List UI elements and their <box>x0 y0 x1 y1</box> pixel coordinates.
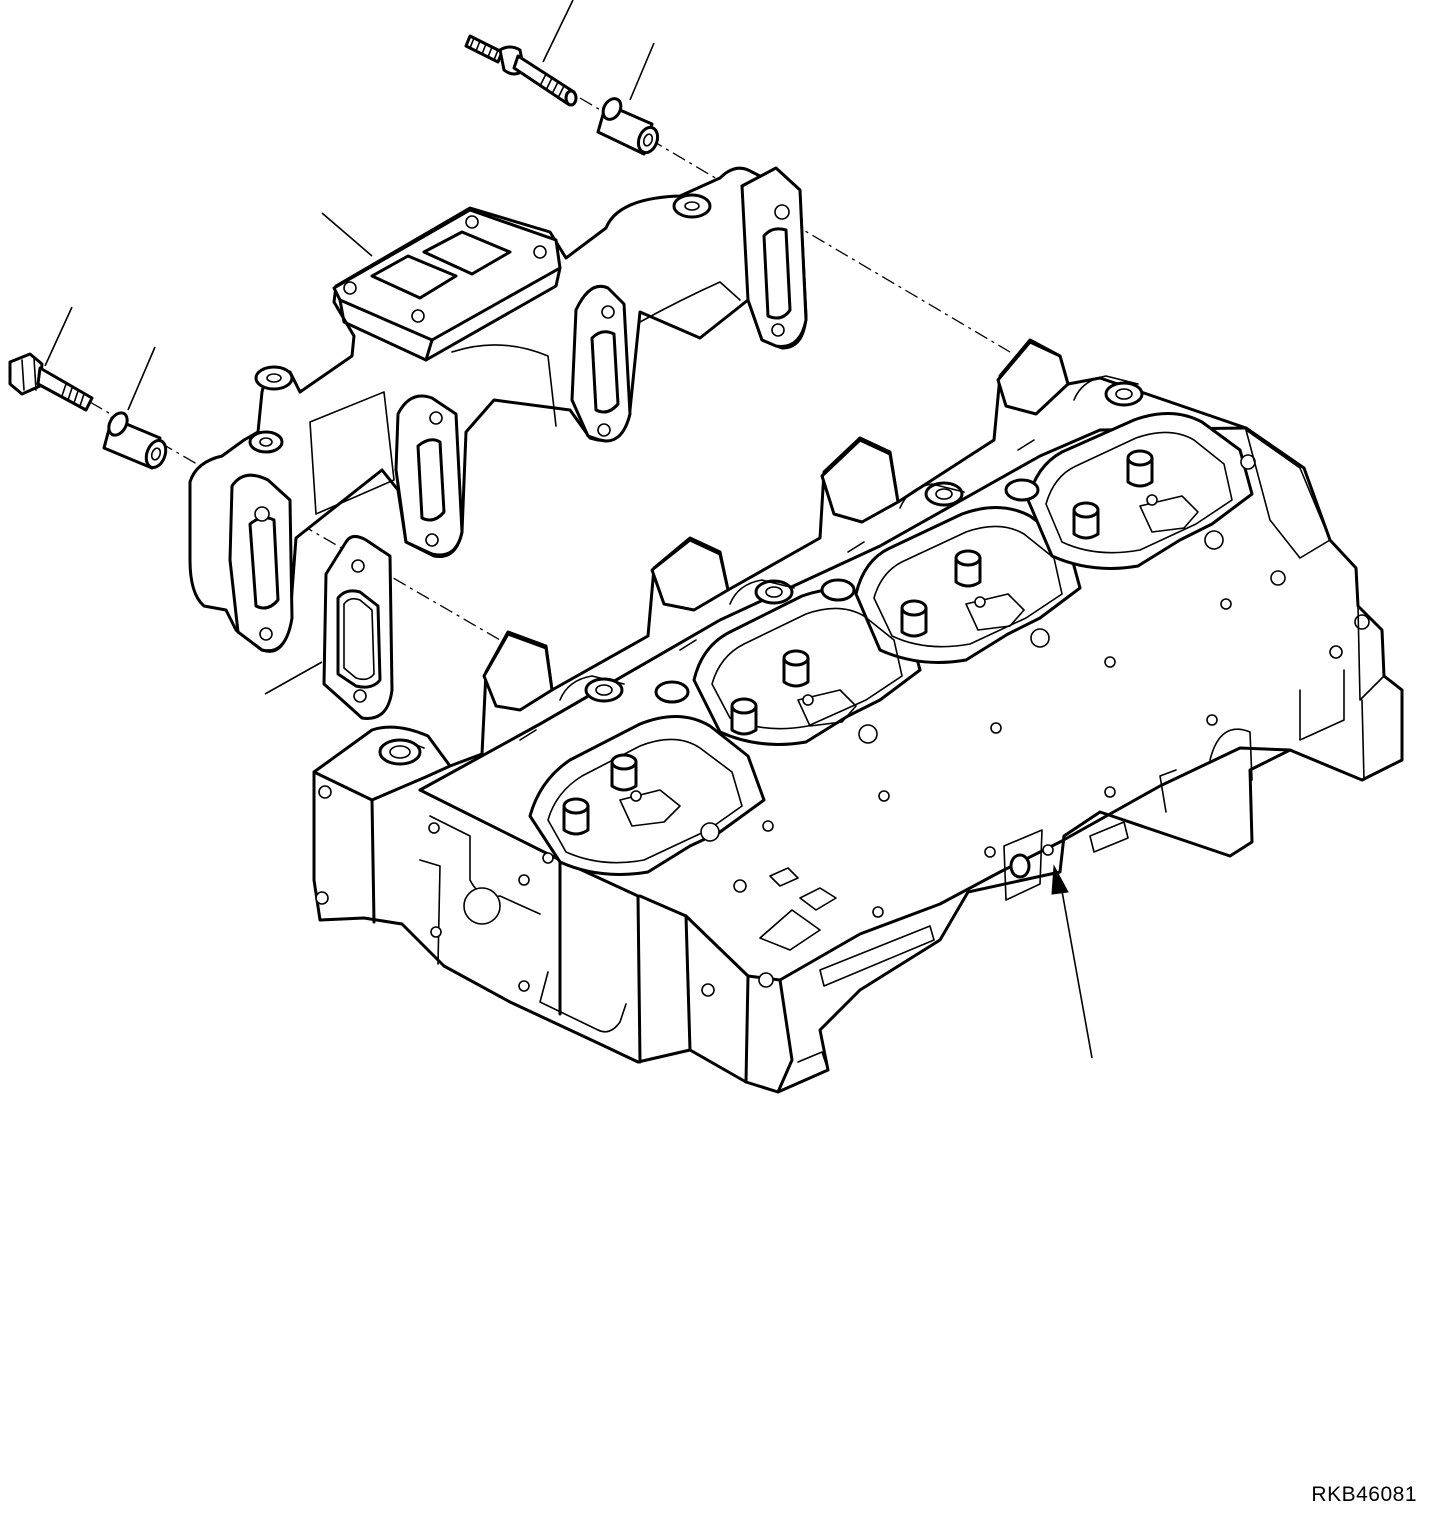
spacer-sleeve-icon <box>102 411 168 470</box>
stud-bolt-icon <box>464 34 578 107</box>
valve-posts <box>562 449 1154 836</box>
manifold-icon <box>188 166 808 653</box>
leader-line-stud <box>542 0 574 63</box>
leader-line-bolt <box>44 306 73 367</box>
cylinder-head-icon <box>312 338 1404 1094</box>
leader-line-spacer-upper <box>629 42 655 101</box>
leader-line-gasket <box>264 661 323 695</box>
exhaust-port-bosses <box>482 340 1144 741</box>
leader-lines <box>44 0 655 695</box>
gasket-icon <box>322 535 394 720</box>
drawing-code-label: RKB46081 <box>1311 1483 1417 1506</box>
hex-bolt-icon <box>8 352 94 412</box>
leader-line-spacer-lower <box>127 346 156 411</box>
leader-line-manifold <box>321 212 373 257</box>
spacer-sleeve-icon <box>596 97 660 156</box>
head-bolt-holes <box>542 454 1370 988</box>
direction-arrow-icon <box>1051 864 1093 1059</box>
